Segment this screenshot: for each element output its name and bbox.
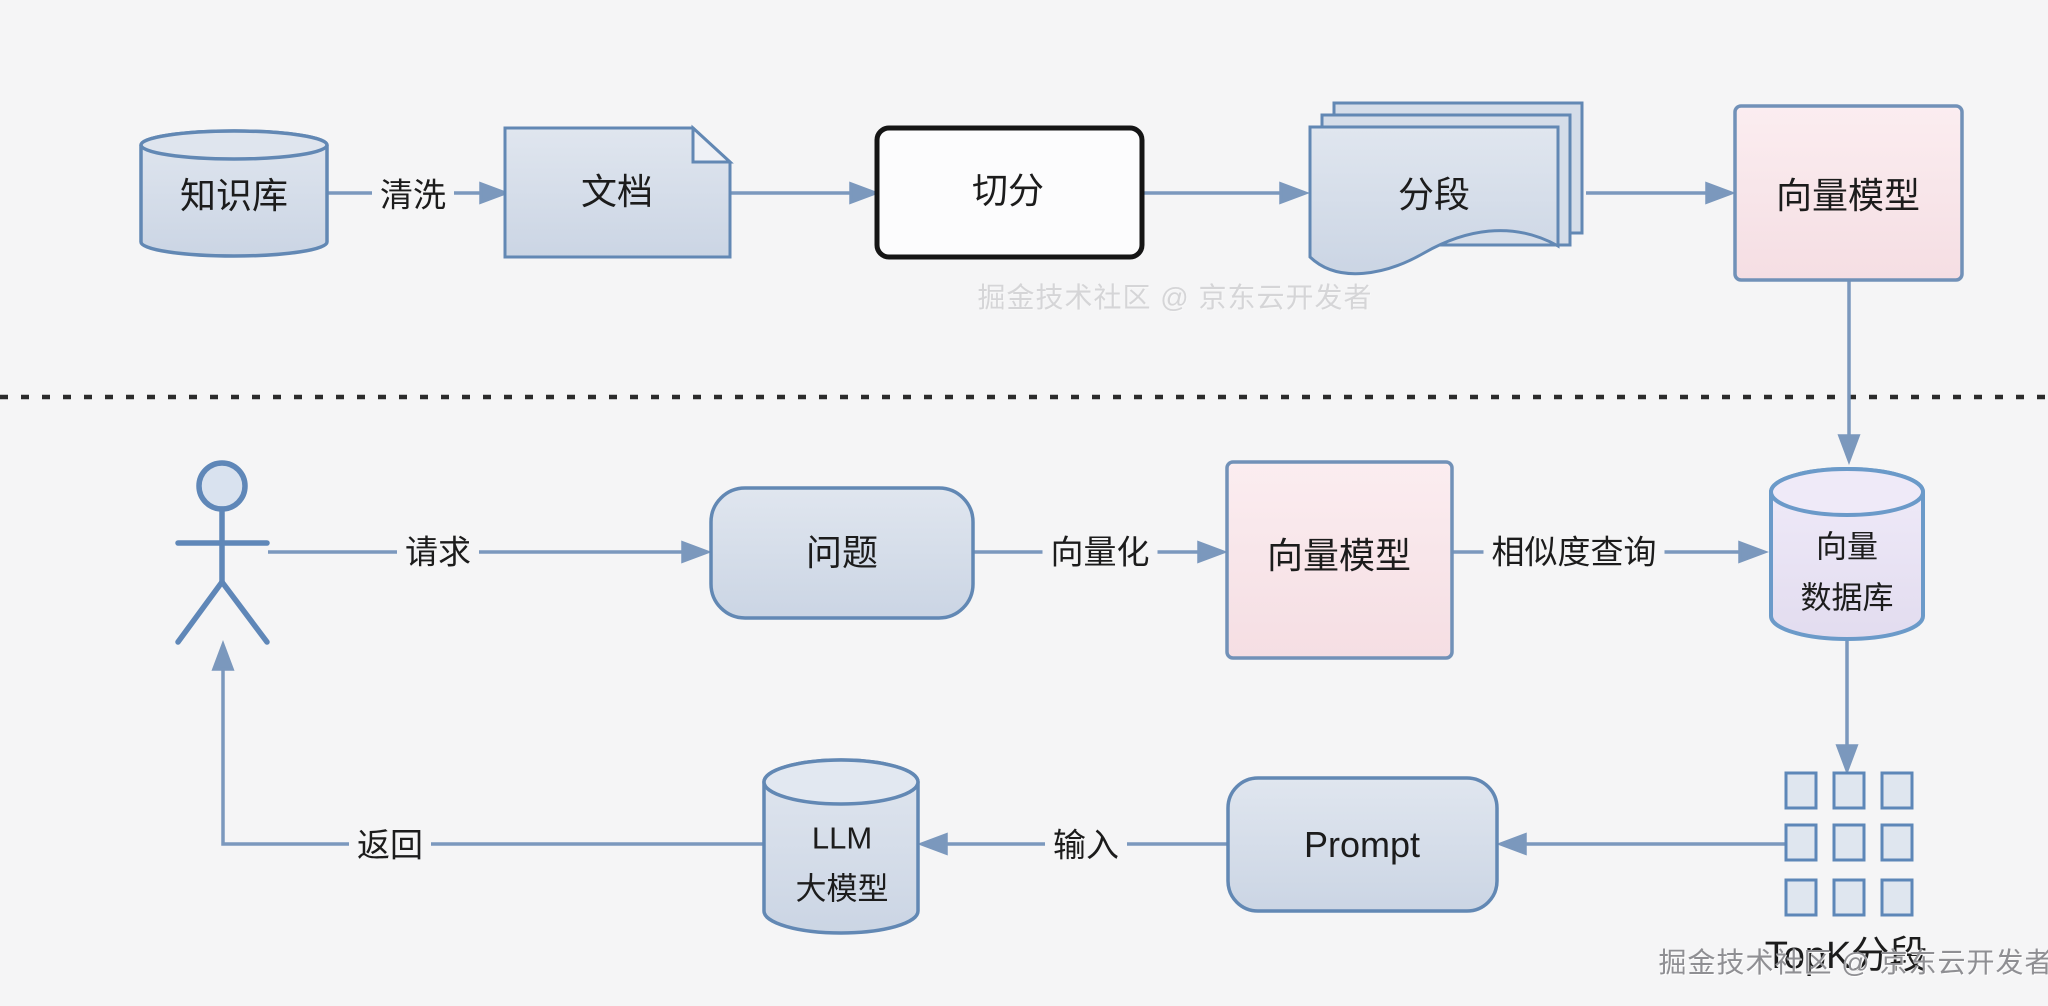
question-box	[709, 486, 975, 620]
db-to-topk-arrow	[1835, 641, 1859, 775]
split-box	[874, 125, 1145, 260]
embedding-to-db-arrow	[1837, 281, 1861, 465]
watermark: 掘金技术社区 @ 京东云开发者	[1658, 947, 2048, 978]
embedding-model-box-bottom	[1225, 460, 1454, 660]
knowledge-base-label: 知识库	[179, 175, 289, 216]
segments-label: 分段	[1397, 174, 1471, 215]
embedding-model-top-label: 向量模型	[1775, 175, 1921, 216]
knowledge-base-cylinder	[139, 129, 329, 258]
llm-label-line2: 大模型	[795, 871, 889, 907]
document-label: 文档	[580, 171, 654, 212]
embedding-model-bottom-label: 向量模型	[1266, 535, 1412, 576]
llm-cylinder	[762, 758, 920, 935]
clean-label: 清洗	[372, 176, 454, 214]
topk-label: TopK分段	[1764, 935, 1928, 977]
return-arrow	[211, 640, 764, 846]
embedding-model-box-top	[1733, 104, 1964, 282]
question-label: 问题	[805, 532, 879, 573]
vector-db-cylinder	[1769, 467, 1925, 641]
segments-stack	[1308, 101, 1584, 276]
llm-label-line1: LLM	[811, 820, 873, 856]
segments-to-embedding-arrow	[1586, 181, 1736, 205]
vector-db-label-line2: 数据库	[1800, 580, 1894, 616]
split-to-segments-arrow	[1142, 181, 1310, 205]
watermark-faint: 掘金技术社区 @ 京东云开发者	[977, 282, 1373, 313]
person-head	[196, 460, 248, 512]
request-label: 请求	[397, 533, 479, 571]
split-label: 切分	[971, 170, 1045, 211]
person-figure	[175, 460, 270, 645]
topk-grid	[1784, 771, 1914, 917]
similarity-query-label: 相似度查询	[1483, 533, 1665, 571]
document-to-split-arrow	[730, 181, 880, 205]
vector-db-label-line1: 向量	[1816, 529, 1878, 565]
request-arrow	[268, 540, 712, 564]
prompt-label: Prompt	[1303, 824, 1421, 865]
topk-to-prompt-arrow	[1496, 832, 1786, 856]
return-label: 返回	[349, 826, 431, 864]
vectorize-label: 向量化	[1042, 533, 1158, 571]
prompt-box	[1226, 776, 1499, 913]
input-label: 输入	[1045, 826, 1127, 864]
document-shape	[503, 124, 734, 259]
